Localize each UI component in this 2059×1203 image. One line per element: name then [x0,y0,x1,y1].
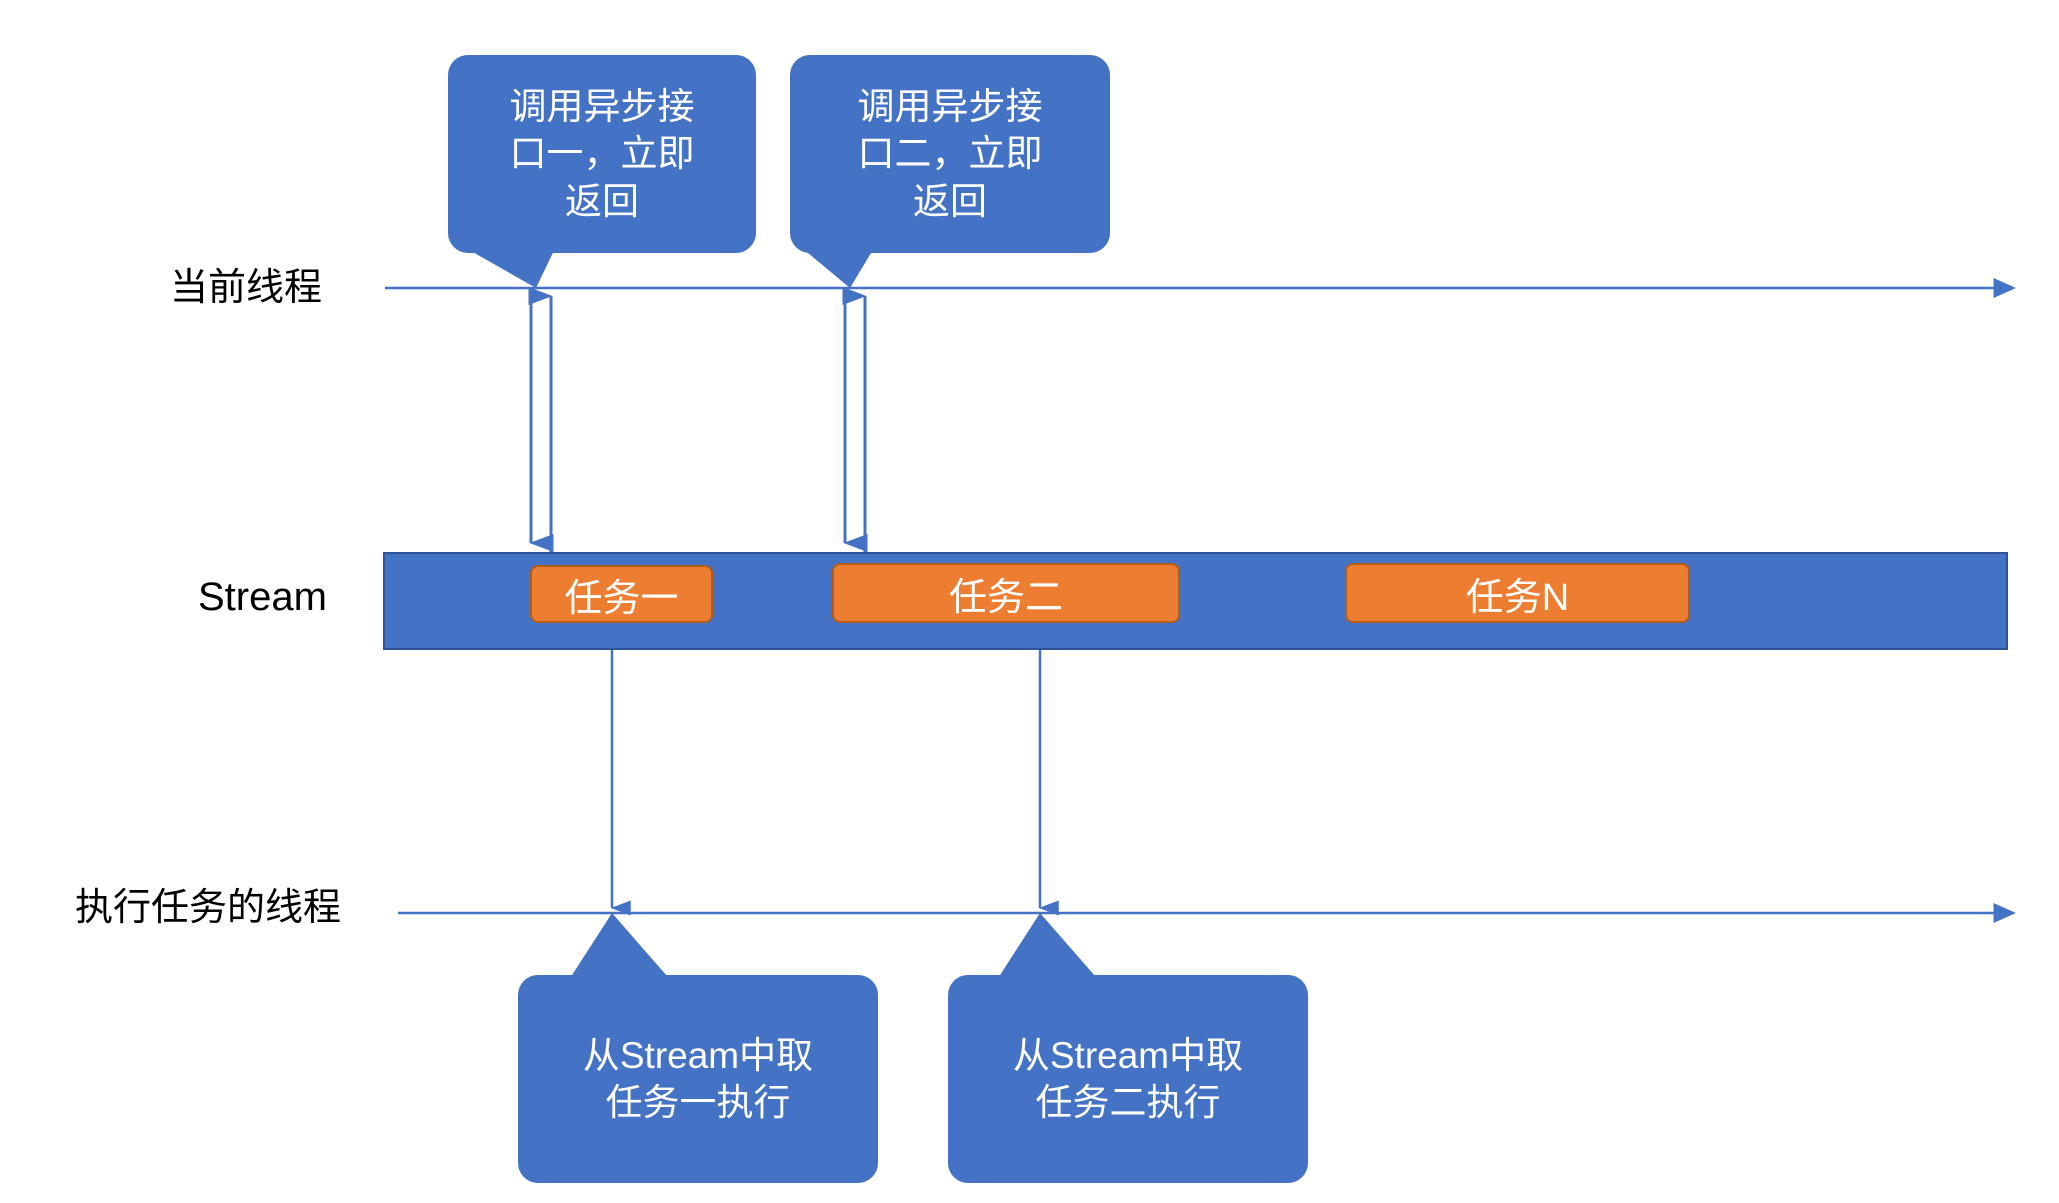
callout-line: 从Stream中取 [582,1034,814,1076]
lane-label-current-thread: 当前线程 [170,267,323,309]
stream-task-box-n[interactable]: 任务N [1345,563,1690,623]
callout-line: 口一，立即 [509,133,695,175]
callout-line: 任务一执行 [605,1082,791,1123]
callout-call-async-api-1: 调用异步接 口一，立即 返回 [448,55,756,253]
callout-exec-1-text: 从Stream中取 任务一执行 [532,1032,864,1127]
callout-line: 口二，立即 [857,133,1043,175]
callout-line: 调用异步接 [509,85,695,127]
callout-call-async-api-2: 调用异步接 口二，立即 返回 [790,55,1110,253]
lane-label-stream: Stream [198,575,327,619]
callout-line: 任务二执行 [1035,1082,1221,1123]
stream-task-box-2[interactable]: 任务二 [832,563,1180,623]
callout-exec-2-text: 从Stream中取 任务二执行 [962,1032,1294,1127]
callout-line: 返回 [565,180,639,222]
callout-execute-task-1: 从Stream中取 任务一执行 [518,975,878,1183]
callout-line: 调用异步接 [857,85,1043,127]
callout-line: 返回 [913,180,987,222]
callout-call-2-text: 调用异步接 口二，立即 返回 [804,83,1096,225]
callout-line: 从Stream中取 [1012,1034,1244,1076]
lane-label-worker-thread: 执行任务的线程 [75,887,342,929]
stream-task-box-1[interactable]: 任务一 [530,565,713,623]
callout-call-1-text: 调用异步接 口一，立即 返回 [462,83,742,225]
callout-execute-task-2: 从Stream中取 任务二执行 [948,975,1308,1183]
